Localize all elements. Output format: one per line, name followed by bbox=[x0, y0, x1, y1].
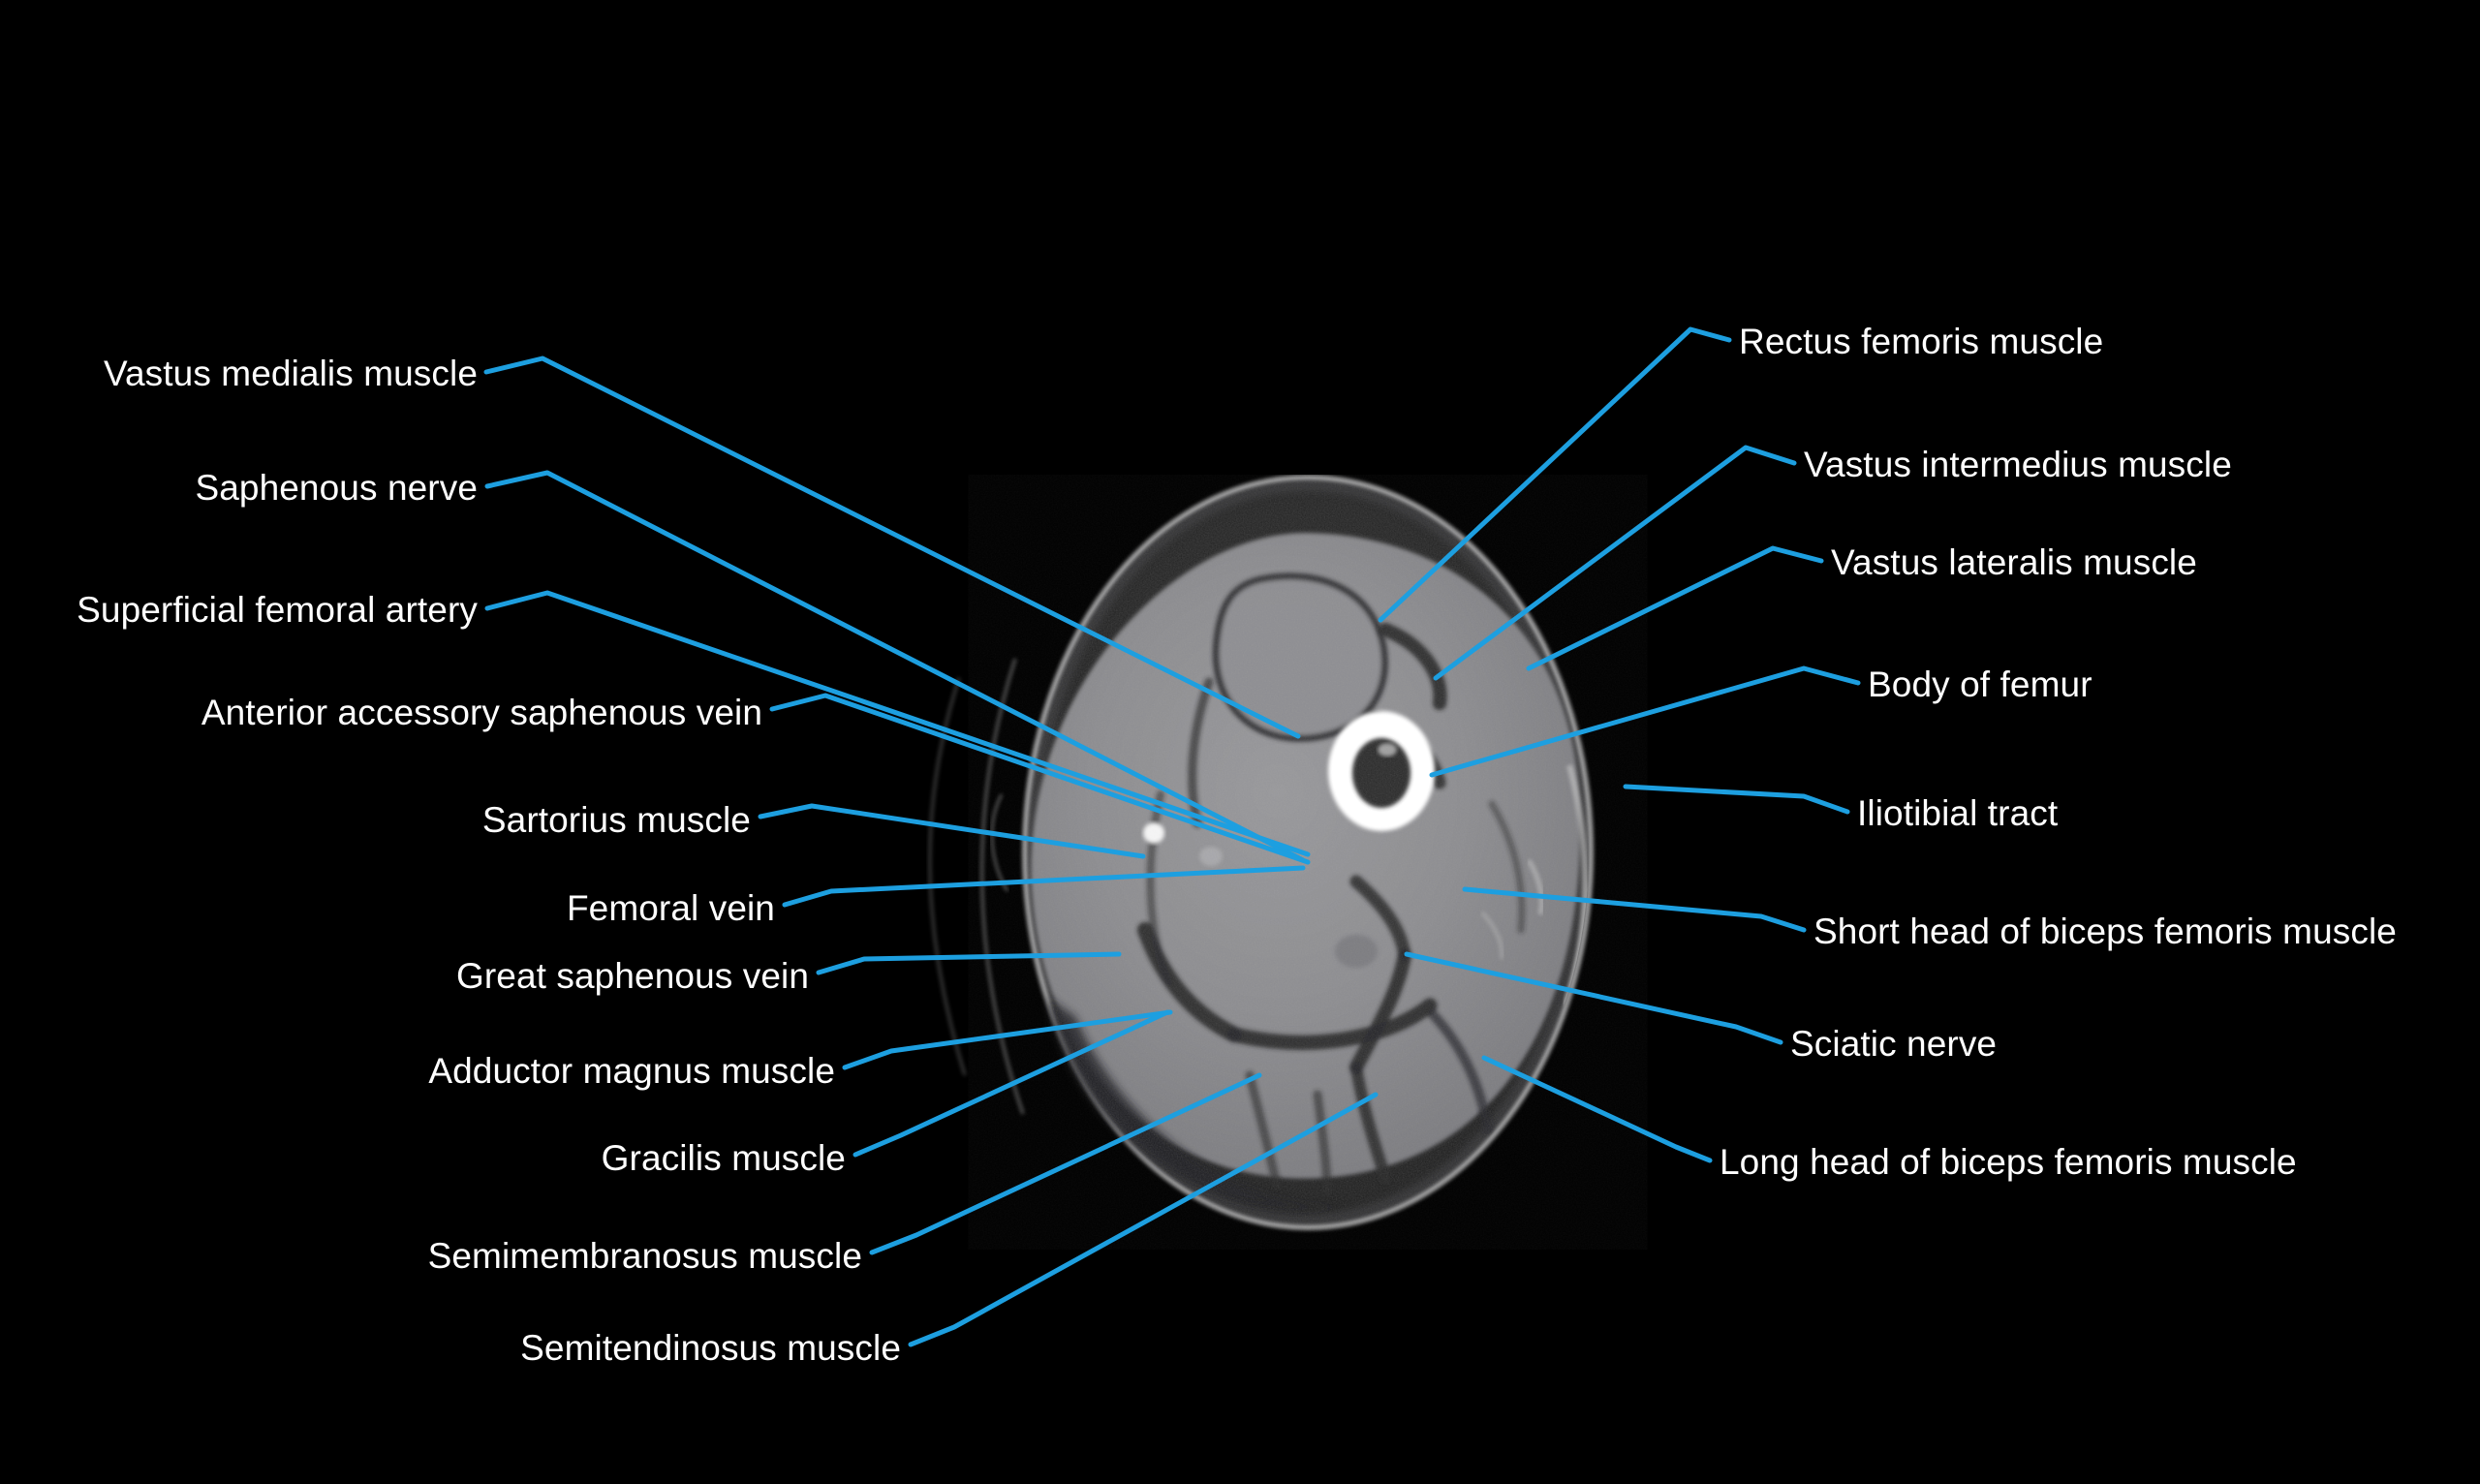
label-saphenous-nerve[interactable]: Saphenous nerve bbox=[195, 469, 478, 508]
label-great-saphenous-vein[interactable]: Great saphenous vein bbox=[456, 957, 809, 996]
label-body-of-femur[interactable]: Body of femur bbox=[1868, 665, 2092, 704]
label-iliotibial-tract[interactable]: Iliotibial tract bbox=[1857, 794, 2058, 833]
label-text: Rectus femoris muscle bbox=[1739, 322, 2104, 361]
label-text: Long head of biceps femoris muscle bbox=[1720, 1142, 2297, 1182]
label-gracilis-muscle[interactable]: Gracilis muscle bbox=[602, 1139, 846, 1178]
label-long-head-of-biceps-femoris-muscle[interactable]: Long head of biceps femoris muscle bbox=[1720, 1143, 2297, 1182]
ct-scan-image bbox=[901, 475, 1695, 1250]
rectus-femoris-region bbox=[1212, 572, 1388, 742]
adjacent-limb-arcs bbox=[928, 658, 1025, 1115]
label-text: Gracilis muscle bbox=[601, 1138, 846, 1178]
thigh-cross-section bbox=[1022, 475, 1594, 1230]
femur-body bbox=[1328, 711, 1435, 831]
label-vastus-medialis-muscle[interactable]: Vastus medialis muscle bbox=[104, 355, 478, 393]
femoral-medulla bbox=[1352, 738, 1410, 808]
label-text: Sartorius muscle bbox=[481, 800, 751, 840]
label-adductor-magnus-muscle[interactable]: Adductor magnus muscle bbox=[428, 1052, 835, 1091]
label-text: Superficial femoral artery bbox=[77, 590, 478, 630]
label-text: Short head of biceps femoris muscle bbox=[1814, 912, 2397, 951]
label-sartorius-muscle[interactable]: Sartorius muscle bbox=[482, 801, 751, 840]
label-sciatic-nerve[interactable]: Sciatic nerve bbox=[1790, 1025, 1997, 1064]
label-semimembranosus-muscle[interactable]: Semimembranosus muscle bbox=[428, 1237, 862, 1276]
sciatic-nerve-region bbox=[1335, 935, 1378, 968]
label-text: Vastus intermedius muscle bbox=[1804, 445, 2232, 484]
label-femoral-vein[interactable]: Femoral vein bbox=[567, 889, 775, 928]
label-vastus-intermedius-muscle[interactable]: Vastus intermedius muscle bbox=[1804, 446, 2232, 484]
label-superficial-femoral-artery[interactable]: Superficial femoral artery bbox=[77, 591, 478, 630]
label-text: Sciatic nerve bbox=[1790, 1024, 1998, 1064]
label-text: Anterior accessory saphenous vein bbox=[201, 693, 762, 732]
label-text: Saphenous nerve bbox=[195, 468, 478, 508]
label-text: Vastus medialis muscle bbox=[103, 354, 478, 393]
label-text: Femoral vein bbox=[566, 888, 775, 928]
label-text: Iliotibial tract bbox=[1857, 793, 2059, 833]
label-text: Great saphenous vein bbox=[455, 956, 809, 996]
label-text: Vastus lateralis muscle bbox=[1831, 542, 2197, 582]
femoral-vessel-bundle bbox=[1199, 847, 1223, 866]
label-vastus-lateralis-muscle[interactable]: Vastus lateralis muscle bbox=[1831, 543, 2197, 582]
label-text: Body of femur bbox=[1868, 665, 2092, 704]
label-anterior-accessory-saphenous-vein[interactable]: Anterior accessory saphenous vein bbox=[202, 694, 762, 732]
label-text: Semimembranosus muscle bbox=[427, 1236, 862, 1276]
label-rectus-femoris-muscle[interactable]: Rectus femoris muscle bbox=[1739, 323, 2103, 361]
label-text: Adductor magnus muscle bbox=[428, 1051, 835, 1091]
ct-scan-svg bbox=[928, 475, 1594, 1230]
label-semitendinosus-muscle[interactable]: Semitendinosus muscle bbox=[520, 1329, 901, 1368]
label-short-head-of-biceps-femoris-muscle[interactable]: Short head of biceps femoris muscle bbox=[1814, 912, 2397, 951]
label-text: Semitendinosus muscle bbox=[520, 1328, 901, 1368]
great-saphenous-vein-dot bbox=[1143, 822, 1164, 844]
